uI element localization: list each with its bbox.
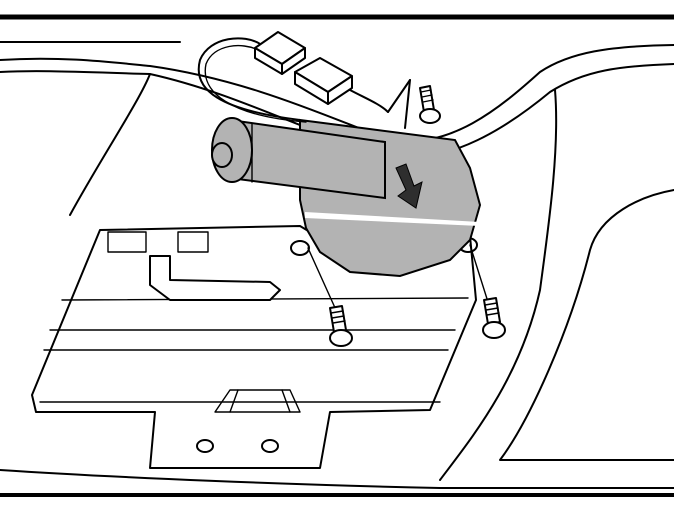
bracket-hole-left [196,439,214,453]
bracket-tab-lines [229,389,291,413]
bracket-boss [149,255,281,301]
mounting-screw-right [469,244,506,339]
connector-plug-a-front [281,47,306,75]
screw-shank-top [419,85,435,113]
bracket-hole-right [261,439,279,453]
screw-head-top [419,108,441,124]
screw-head-right [482,321,506,339]
arrow-down-icon [395,163,423,209]
screw-thread-right [484,302,500,316]
leader-line-2 [404,79,411,129]
motor-cable-inner [204,44,307,123]
screw-thread-top [420,89,434,103]
bracket-slot-2 [177,231,209,253]
bracket-screw-hole-left [290,240,310,256]
removal-arrow-shape [395,163,423,209]
connector-plug-b-front [327,75,353,105]
window-outline [499,189,674,461]
bracket-slot-1 [107,231,147,253]
mounting-bracket [31,225,478,469]
wiper-motor [211,117,482,278]
frame-right-curve [439,89,558,481]
screw-thread-left [330,310,346,324]
screw-guide-left [307,247,337,311]
electrical-connector [197,31,411,129]
frame-bottom-rail [0,469,674,489]
screw-shank-right [483,297,501,325]
screw-head-left [329,329,353,347]
mounting-screw-top [419,85,441,124]
bracket-tab [214,389,301,413]
frame-left-curve [69,73,151,216]
leader-line-1 [387,79,411,113]
tailgate-frame [0,14,674,497]
connector-lead [349,89,389,113]
screw-shank-left [329,305,347,333]
motor-rail-gap [305,212,480,226]
motor-shaft-end [211,142,233,168]
screw-guide-right [469,244,489,303]
mounting-screw-left [307,247,353,347]
motor-cable [197,37,301,121]
